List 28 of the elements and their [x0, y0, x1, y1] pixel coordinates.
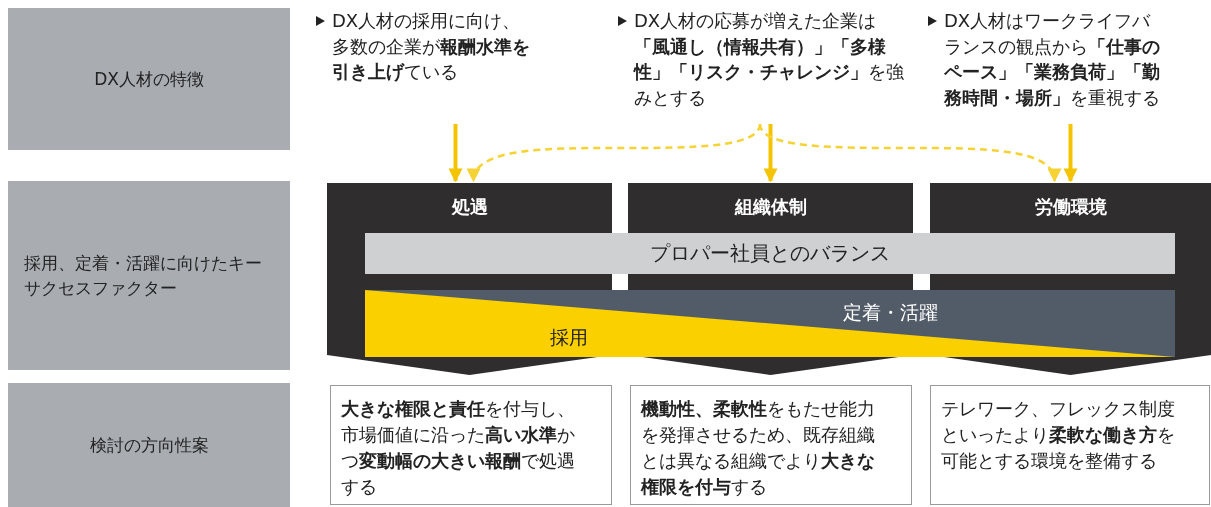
proposal-text: テレワーク、フレックス制度といったより柔軟な働き方を可能とする環境を整備する — [941, 398, 1175, 472]
column-title: 組織体制 — [733, 195, 808, 219]
dashed-arrow — [469, 123, 762, 183]
row-header-box — [8, 8, 290, 150]
band-label: 定着・活躍 — [843, 300, 938, 325]
arrow — [763, 124, 778, 183]
proposal-box — [930, 385, 1210, 505]
bullet-note: DX人材の採用に向け、多数の企業が報酬水準を引き上げている — [312, 8, 538, 85]
arrow — [448, 124, 463, 183]
row-header-text: 採用、定着・活躍に向けたキーサクセスファクター — [24, 251, 263, 300]
band-label: 採用 — [550, 325, 588, 350]
proposal-text: 大きな権限と責任を付与し、市場価値に沿った高い水準かつ変動幅の大きい報酬で処遇する — [341, 398, 575, 498]
proposal-box — [630, 385, 912, 505]
dashed-arrow — [758, 123, 1059, 183]
bullet-note: DX人材の応募が増えた企業は「風通し（情報共有）」「多様性」「リスク・チャレンジ」を強みとする — [614, 8, 906, 111]
wedge-band — [365, 290, 1175, 357]
row-header-box — [8, 181, 290, 370]
column-title: 労働環境 — [1033, 195, 1108, 219]
proposal-box — [330, 385, 612, 505]
row-header-text: 検討の方向性案 — [89, 433, 209, 457]
row-header-box — [8, 383, 290, 507]
bar-label: プロパー社員とのバランス — [650, 240, 890, 267]
proposal-text: 機動性、柔軟性をもたせ能力を発揮させるため、既存組織とは異なる組織でより大きな権限を付与する — [641, 398, 875, 498]
balance-bar — [365, 233, 1175, 274]
bullet-note: DX人材はワークライフバランスの観点から「仕事のペース」「業務負荷」「勤務時間・場所」を重視する — [924, 8, 1166, 111]
arrow — [1063, 124, 1078, 183]
column-title: 処遇 — [450, 195, 489, 219]
row-header-text: DX人材の特徴 — [94, 67, 204, 91]
